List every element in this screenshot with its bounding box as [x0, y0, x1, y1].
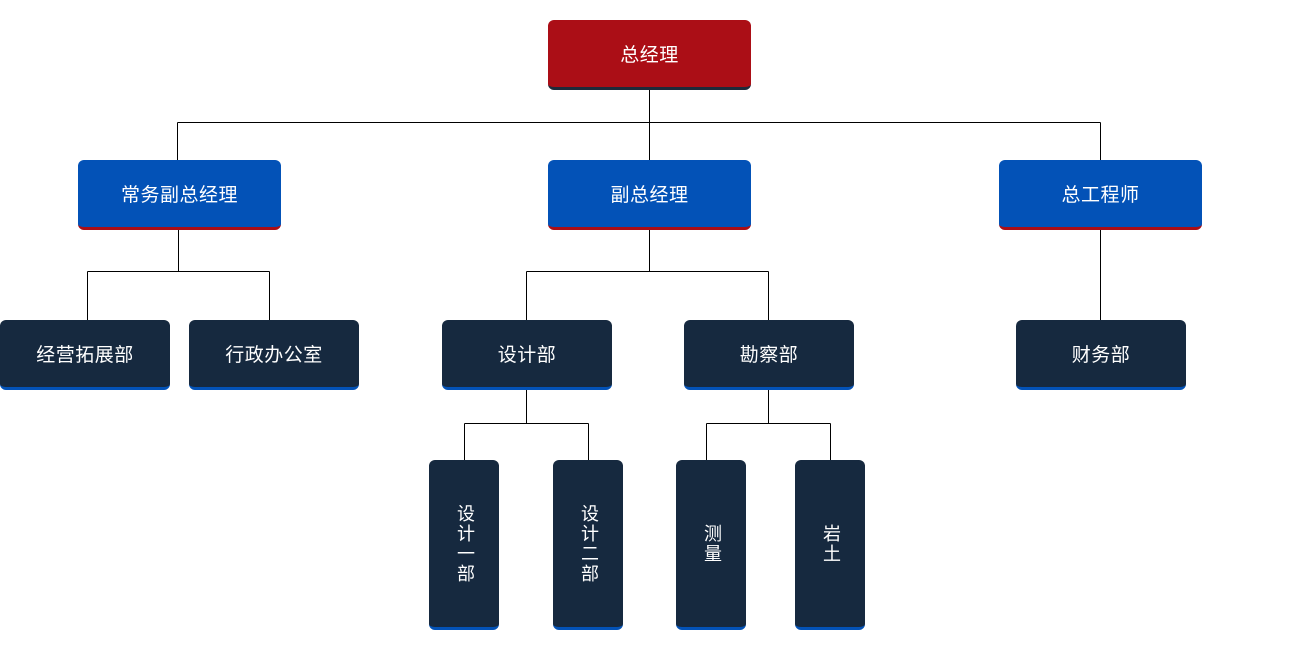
finance-dept-label: 财务部 — [1071, 344, 1131, 366]
business-dev-node: 经营拓展部 — [0, 320, 170, 390]
design-two-node: 设计二部 — [553, 460, 623, 630]
design-two-label: 设计二部 — [578, 503, 599, 584]
design-one-node: 设计一部 — [429, 460, 499, 630]
vp-label: 副总经理 — [610, 184, 689, 206]
finance-dept-node: 财务部 — [1016, 320, 1186, 390]
executive-vp-node: 常务副总经理 — [78, 160, 281, 230]
measurement-node: 测量 — [676, 460, 746, 630]
measurement-label: 测量 — [701, 523, 722, 564]
geotech-label: 岩土 — [820, 523, 841, 564]
vp-node: 副总经理 — [548, 160, 751, 230]
admin-office-label: 行政办公室 — [225, 344, 323, 366]
survey-dept-node: 勘察部 — [684, 320, 854, 390]
chief-engineer-node: 总工程师 — [999, 160, 1202, 230]
business-dev-label: 经营拓展部 — [36, 344, 134, 366]
geotech-node: 岩土 — [795, 460, 865, 630]
executive-vp-label: 常务副总经理 — [120, 184, 238, 206]
design-dept-node: 设计部 — [442, 320, 612, 390]
admin-office-node: 行政办公室 — [189, 320, 359, 390]
survey-dept-label: 勘察部 — [739, 344, 799, 366]
ceo-node: 总经理 — [548, 20, 751, 90]
ceo-label: 总经理 — [620, 44, 679, 66]
chief-engineer-label: 总工程师 — [1061, 184, 1140, 206]
design-dept-label: 设计部 — [497, 344, 557, 366]
design-one-label: 设计一部 — [454, 503, 475, 584]
